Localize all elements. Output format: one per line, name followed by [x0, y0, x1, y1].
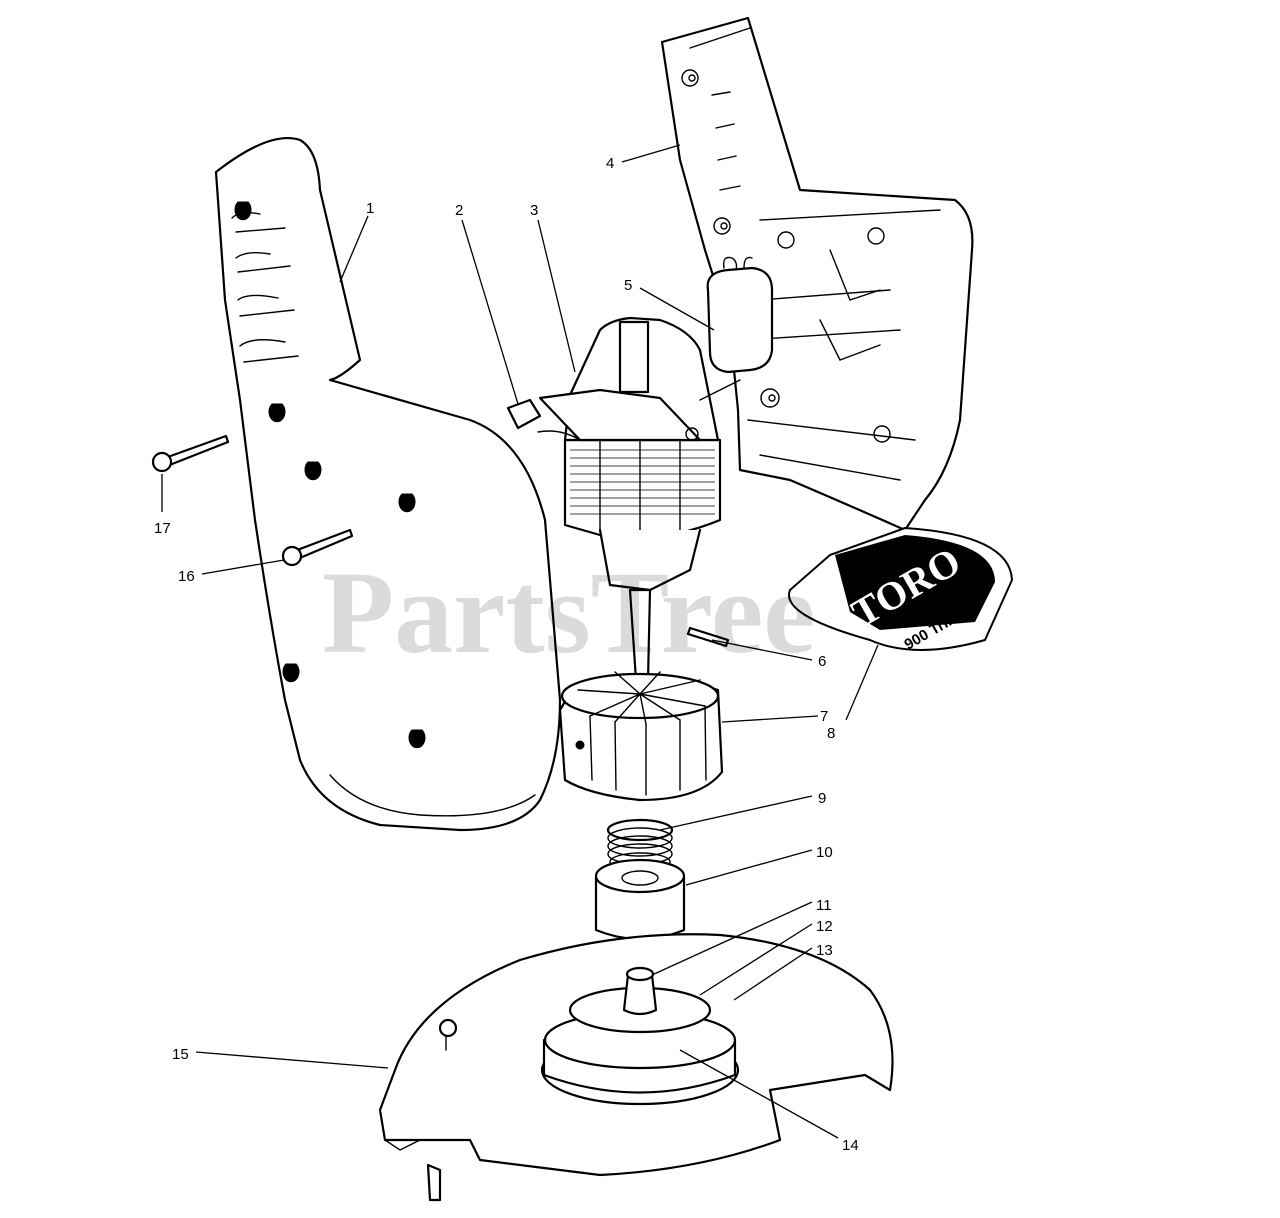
callout-5: 5 — [624, 277, 632, 294]
spool-assembly — [540, 966, 740, 1106]
callout-3: 3 — [530, 202, 538, 219]
callout-15: 15 — [172, 1046, 189, 1063]
callout-6: 6 — [818, 653, 826, 670]
callout-7: 7 — [820, 708, 828, 725]
callout-17: 17 — [154, 520, 171, 537]
leader-lines — [161, 144, 879, 1139]
watermark-text: PartsTree — [322, 547, 816, 678]
callout-12: 12 — [816, 918, 833, 935]
toro-decal — [788, 527, 1013, 651]
callout-1: 1 — [366, 200, 374, 217]
motor-assembly — [537, 316, 741, 682]
callout-2: 2 — [455, 202, 463, 219]
callout-16: 16 — [178, 568, 195, 585]
housing-half-right — [660, 16, 974, 532]
callout-9: 9 — [818, 790, 826, 807]
callout-4: 4 — [606, 155, 614, 172]
screw-long — [281, 528, 354, 567]
callout-labels: 1 2 3 4 5 6 7 8 9 10 11 12 13 14 15 16 1… — [154, 155, 859, 1154]
callout-8: 8 — [827, 725, 835, 742]
brush-cap — [506, 398, 542, 430]
callout-11: 11 — [816, 897, 832, 914]
fan — [558, 671, 724, 802]
housing-half-left — [214, 136, 562, 832]
callout-14: 14 — [842, 1137, 859, 1154]
callout-13: 13 — [816, 942, 833, 959]
screw-short — [151, 434, 230, 473]
callout-10: 10 — [816, 844, 833, 861]
spool-hub — [594, 858, 686, 941]
